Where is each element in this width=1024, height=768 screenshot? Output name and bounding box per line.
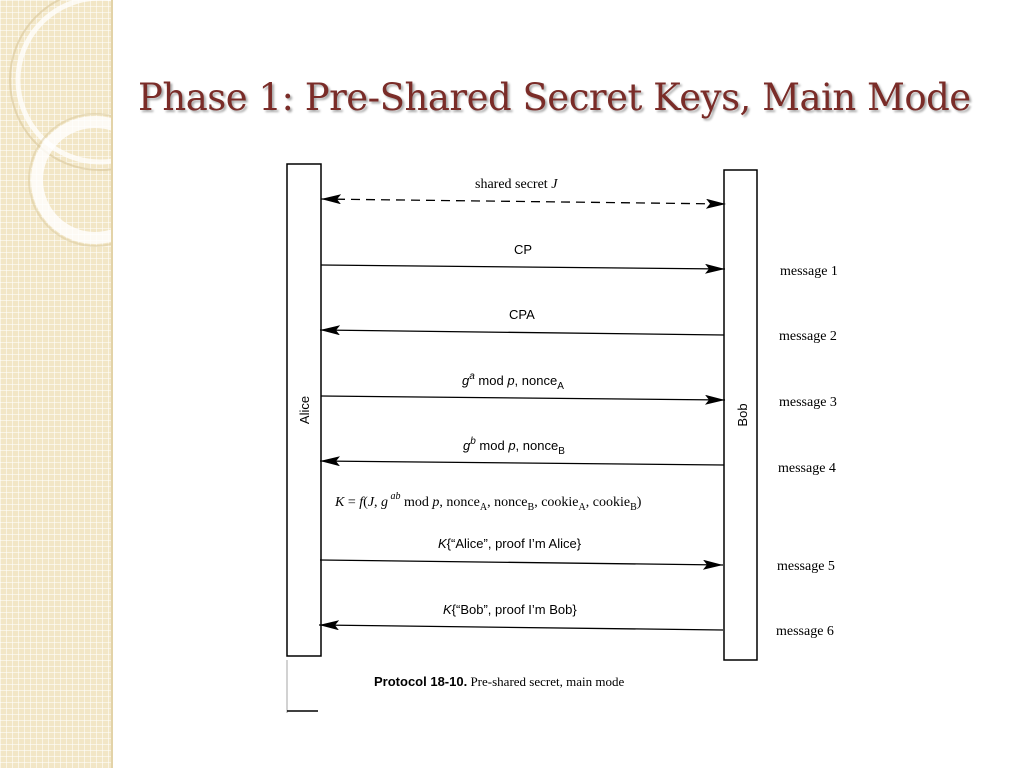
bob-lifeline bbox=[723, 169, 758, 661]
alice-label: Alice bbox=[297, 396, 312, 424]
message-4-label: message 4 bbox=[778, 461, 836, 476]
message-6-label: message 6 bbox=[776, 624, 834, 639]
key-formula: K = f(J, g ab mod p, nonceA, nonceB, coo… bbox=[334, 491, 642, 513]
message-3-label: message 3 bbox=[779, 395, 837, 410]
message-2-content: CPA bbox=[509, 307, 535, 322]
decorative-rings bbox=[9, 0, 113, 247]
message-4-arrow bbox=[319, 456, 725, 467]
message-5-label: message 5 bbox=[777, 559, 835, 574]
message-2-label: message 2 bbox=[779, 329, 837, 344]
message-1-content: CP bbox=[514, 242, 532, 257]
message-3-content: ga mod p, nonceA bbox=[462, 371, 564, 392]
shared-secret-label: shared secret J bbox=[475, 177, 558, 192]
sidebar-divider bbox=[111, 0, 113, 768]
message-4-content: gb mod p, nonceB bbox=[463, 436, 565, 457]
shared-secret-arrow bbox=[320, 194, 727, 209]
message-1-arrow bbox=[320, 263, 726, 274]
slide-title: Phase 1: Pre-Shared Secret Keys, Main Mo… bbox=[138, 76, 971, 119]
message-6-arrow bbox=[318, 620, 724, 631]
figure-caption: Protocol 18-10. Pre-shared secret, main … bbox=[374, 674, 624, 689]
decorative-sidebar bbox=[0, 0, 113, 768]
message-6-content: K{“Bob”, proof I’m Bob} bbox=[443, 602, 577, 617]
message-1-label: message 1 bbox=[780, 264, 838, 279]
message-5-content: K{“Alice”, proof I’m Alice} bbox=[438, 536, 582, 551]
message-2-arrow bbox=[319, 325, 725, 336]
message-5-arrow bbox=[319, 559, 724, 570]
message-3-arrow bbox=[320, 394, 726, 405]
alice-lifeline bbox=[286, 163, 322, 657]
bob-label: Bob bbox=[735, 403, 750, 426]
